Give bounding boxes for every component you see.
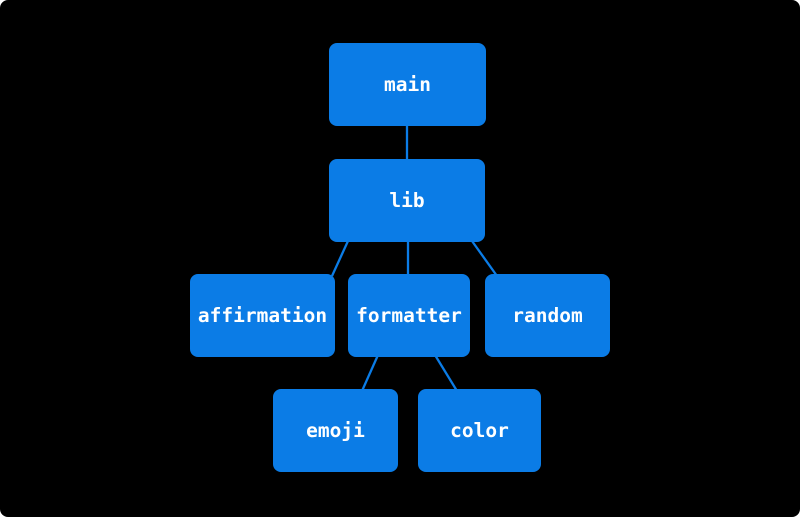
- node-emoji: emoji: [273, 389, 398, 472]
- node-main: main: [329, 43, 486, 126]
- node-lib: lib: [329, 159, 485, 242]
- edge-lib-random: [471, 240, 498, 277]
- edge-formatter-color: [434, 354, 458, 392]
- edge-lib-affirmation: [330, 240, 350, 277]
- edge-formatter-emoji: [360, 354, 380, 392]
- node-formatter: formatter: [348, 274, 470, 357]
- node-affirmation: affirmation: [190, 274, 335, 357]
- node-random: random: [485, 274, 610, 357]
- node-color: color: [418, 389, 541, 472]
